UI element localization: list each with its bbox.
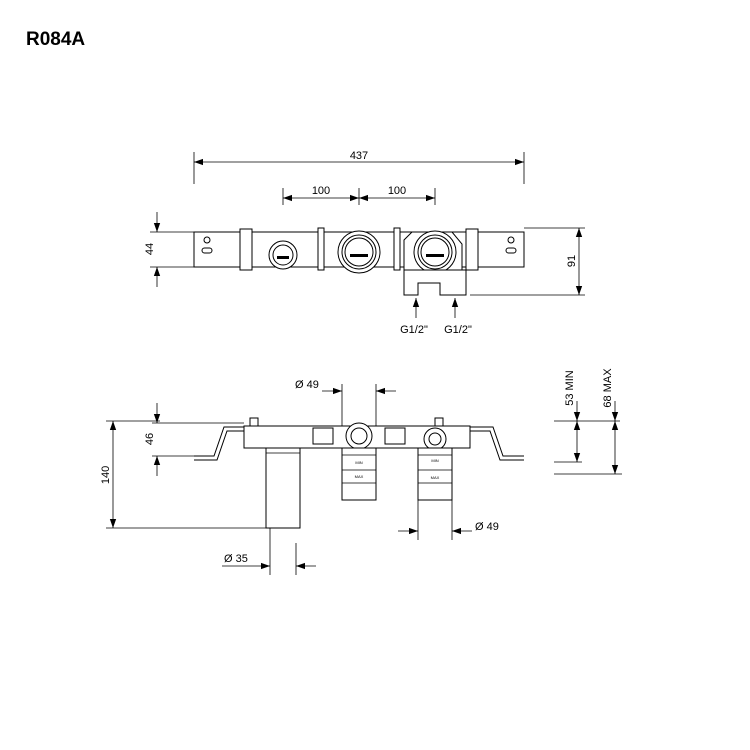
inlet-left-label: G1/2" bbox=[400, 324, 428, 336]
spacing-right-label: 100 bbox=[388, 185, 406, 197]
cylinder-left bbox=[265, 447, 301, 529]
spacing-left-label: 100 bbox=[312, 185, 330, 197]
overall-width-dimension: 437 bbox=[193, 150, 525, 184]
pipe-dia-top-dimension: Ø 49 bbox=[295, 379, 396, 430]
right-min-label: MIN bbox=[431, 458, 438, 463]
product-code: R084A bbox=[26, 29, 85, 50]
overall-height-dimension: 140 bbox=[100, 420, 266, 529]
depth-min-label: 53 MIN bbox=[564, 370, 576, 406]
depth-min-dimension: 53 MIN bbox=[554, 370, 622, 475]
valve-spacing-dimension: 100 100 bbox=[282, 185, 436, 205]
center-min-label: MIN bbox=[355, 460, 362, 465]
overall-height-label: 140 bbox=[100, 466, 112, 484]
inlet-connectors bbox=[403, 269, 467, 296]
pipe-dia-right-label: Ø 49 bbox=[475, 521, 499, 533]
body-height-label: 46 bbox=[144, 433, 156, 445]
pipe-dia-left-dimension: Ø 35 bbox=[222, 528, 316, 575]
plate-height-label: 44 bbox=[144, 243, 156, 255]
cylinder-center: MIN MAX bbox=[341, 447, 377, 501]
depth-max-label: 68 MAX bbox=[602, 368, 614, 408]
valve-center bbox=[337, 230, 381, 274]
inlet-right-label: G1/2" bbox=[444, 324, 472, 336]
valve-left bbox=[268, 240, 298, 270]
depth-max-dimension: 68 MAX bbox=[602, 368, 619, 474]
pipe-dia-right-dimension: Ø 49 bbox=[398, 500, 499, 540]
center-max-label: MAX bbox=[355, 474, 364, 479]
front-view: Ø 49 MIN MA bbox=[100, 368, 622, 575]
cylinder-right: MIN MAX bbox=[417, 447, 453, 501]
overall-width-label: 437 bbox=[350, 150, 368, 162]
plate-height-dimension: 44 bbox=[144, 212, 194, 287]
total-height-label: 91 bbox=[566, 255, 578, 267]
valve-right bbox=[403, 230, 463, 274]
valve-body bbox=[243, 417, 471, 451]
right-max-label: MAX bbox=[431, 475, 440, 480]
top-view: 437 100 100 bbox=[144, 150, 585, 336]
pipe-dia-left-label: Ø 35 bbox=[224, 553, 248, 565]
total-height-dimension: 91 bbox=[470, 227, 585, 296]
body-height-dimension: 46 bbox=[144, 403, 244, 476]
pipe-dia-top-label: Ø 49 bbox=[295, 379, 319, 391]
